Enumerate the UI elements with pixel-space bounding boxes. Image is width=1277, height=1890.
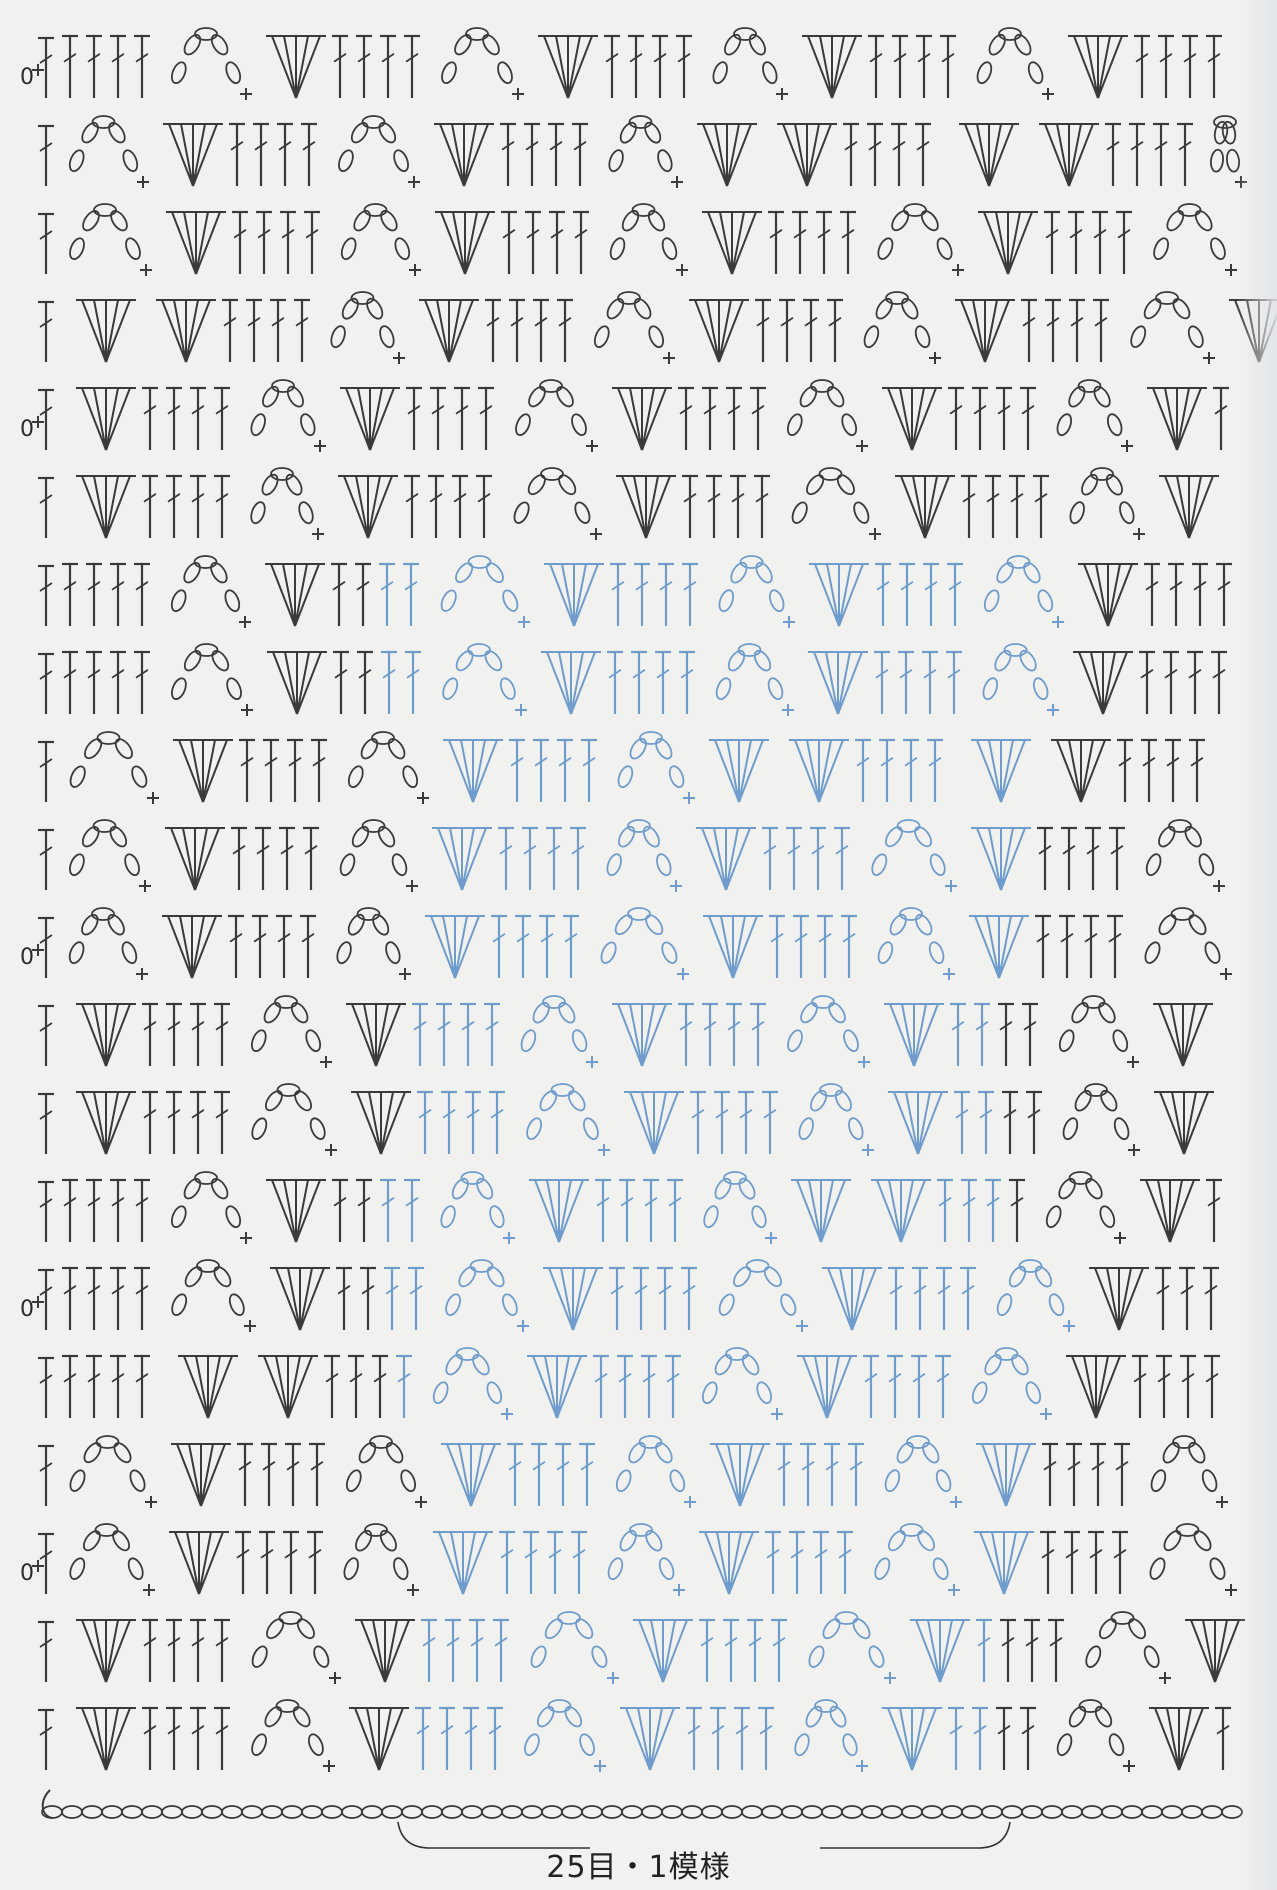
chart-row <box>38 556 1232 628</box>
chart-row <box>38 380 1229 452</box>
chart-row <box>38 468 1219 540</box>
row-start-marker: 0 <box>20 945 34 970</box>
chart-row <box>38 732 1205 804</box>
page-edge-shadow <box>1237 0 1277 1890</box>
repeat-label: 25目・1模様 <box>0 1842 1277 1886</box>
foundation-chain <box>42 1790 1242 1818</box>
chart-row <box>38 1348 1220 1420</box>
chart-row <box>38 1700 1231 1772</box>
chart-row <box>38 644 1227 716</box>
chart-row <box>38 996 1213 1068</box>
chart-row <box>38 1436 1228 1508</box>
row-start-marker: 0 <box>20 417 34 442</box>
chart-row <box>38 1524 1237 1596</box>
row-start-marker: 0 <box>20 1297 34 1322</box>
chart-row <box>38 204 1237 276</box>
row-start-marker: 0 <box>20 1561 34 1586</box>
chart-row <box>38 908 1232 980</box>
chart-row <box>38 1612 1245 1684</box>
chart-row <box>38 820 1225 892</box>
chart-row <box>38 292 1277 364</box>
chart-row <box>38 1260 1219 1332</box>
chart-row <box>38 1084 1214 1156</box>
chart-row <box>38 116 1247 188</box>
row-start-marker: 0 <box>20 65 34 90</box>
chart-row <box>38 1172 1222 1244</box>
chart-row <box>38 28 1222 100</box>
